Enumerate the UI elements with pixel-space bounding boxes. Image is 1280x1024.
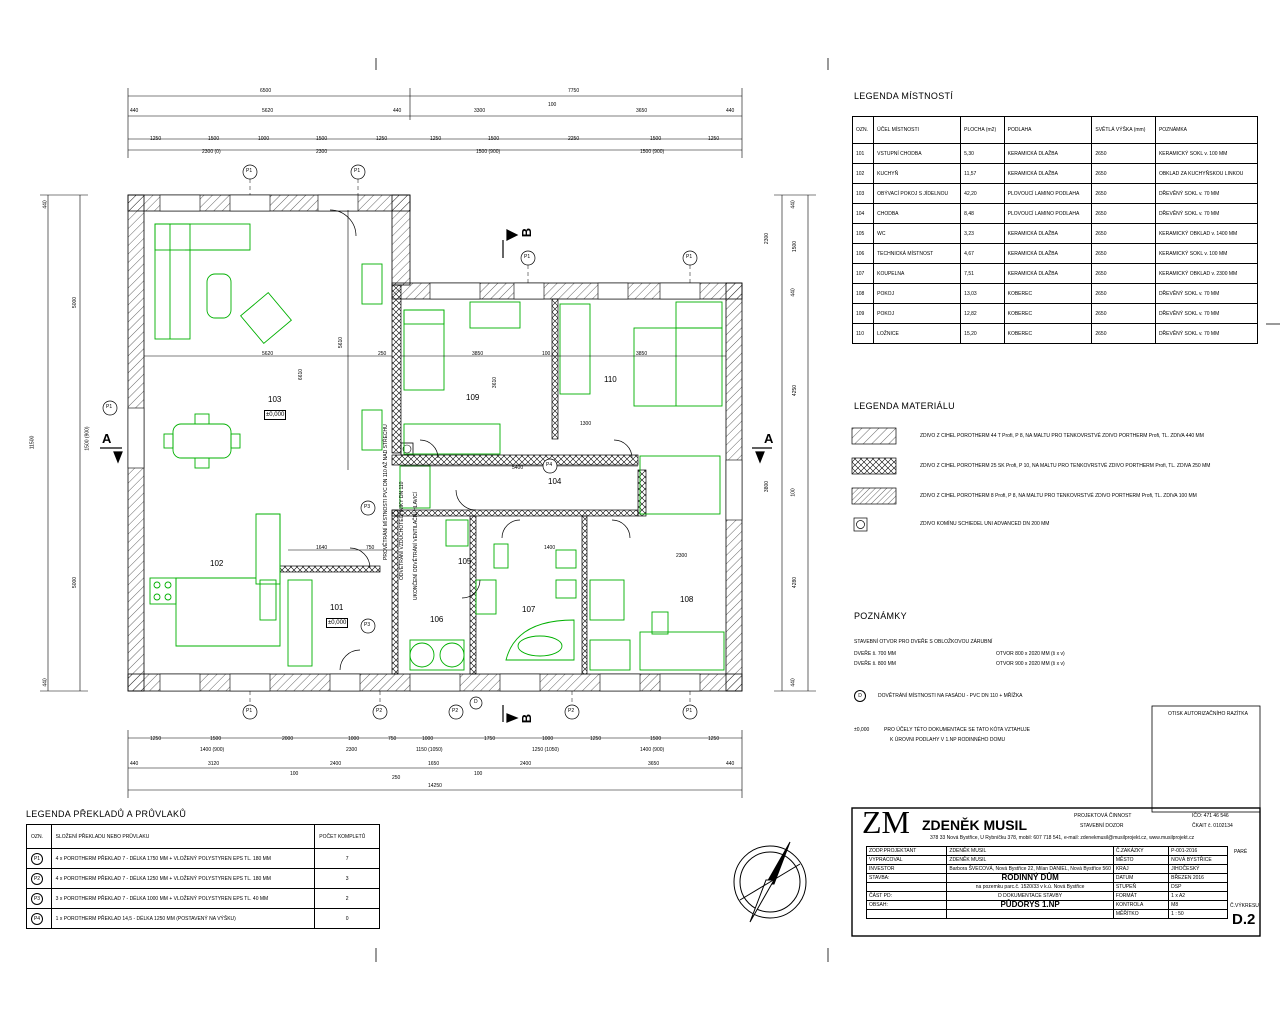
dimension-lines bbox=[40, 88, 816, 798]
lintels-title: LEGENDA PŘEKLADŮ A PRŮVLAKŮ bbox=[26, 809, 187, 819]
room-label-106: 106 bbox=[430, 615, 444, 624]
north-arrow bbox=[733, 841, 807, 923]
chimney bbox=[400, 442, 414, 456]
legend-materials-title: LEGENDA MATERIÁLU bbox=[854, 401, 955, 411]
lintels-table: OZN. SLOŽENÍ PŘEKLADU NEBO PRŮVLAKU POČE… bbox=[26, 824, 380, 929]
col-poznamka: POZNÁMKA bbox=[1154, 116, 1259, 144]
door-swings bbox=[329, 209, 633, 671]
notes-fasada: DOVĚTRÁNÍ MÍSTNOSTI NA FASÁDU - PVC DN 1… bbox=[878, 693, 1023, 699]
col-plocha: PLOCHA (m2) bbox=[960, 116, 1005, 144]
room-label-110: 110 bbox=[604, 375, 617, 384]
notes-opening-800: OTVOR 900 x 2020 MM (š x v) bbox=[996, 661, 1065, 667]
room-label-102: 102 bbox=[210, 559, 224, 568]
notes-zero-2: K ÚROVNI PODLAHY V 1.NP RODINNÉHO DOMU bbox=[890, 737, 1006, 743]
stamp-box-label: OTISK AUTORIZAČNÍHO RAZÍTKA bbox=[1168, 711, 1248, 717]
section-B-top: B bbox=[519, 227, 535, 238]
col-podlaha: PODLAHA bbox=[1003, 116, 1093, 144]
drawing-number: D.2 bbox=[1232, 911, 1256, 928]
col-ucel: ÚČEL MÍSTNOSTI bbox=[873, 116, 962, 144]
legend-rooms-title: LEGENDA MÍSTNOSTÍ bbox=[854, 91, 954, 101]
notes-zero-label: ±0,000 bbox=[854, 727, 870, 733]
room-label-108: 108 bbox=[680, 595, 694, 604]
notes-title: POZNÁMKY bbox=[854, 611, 907, 621]
company-name: ZDENĚK MUSIL bbox=[922, 817, 1027, 833]
legend-rooms-table: OZN. ÚČEL MÍSTNOSTI PLOCHA (m2) PODLAHA … bbox=[851, 116, 1259, 344]
material-item: ZDIVO Z CIHEL POROTHERM 8 Profi, P 8, NA… bbox=[920, 493, 1197, 499]
section-B-bottom: B bbox=[519, 713, 535, 724]
vent-notes: PROVĚTRÁNÍ MÍSTNOSTI PVC DN 110 AŽ NAD S… bbox=[383, 424, 419, 600]
company-sub2: STAVEBNÍ DOZOR bbox=[1080, 823, 1124, 829]
notes-stavebni: STAVEBNÍ OTVOR PRO DVEŘE S OBLOŽKOVOU ZÁ… bbox=[854, 639, 993, 645]
room-label-107: 107 bbox=[522, 605, 536, 614]
room-label-105: 105 bbox=[458, 557, 472, 566]
material-item: ZDIVO KOMÍNU SCHIEDEL UNI ADVANCED DN 20… bbox=[920, 521, 1050, 527]
material-swatches bbox=[851, 427, 897, 532]
logo: ZM bbox=[862, 804, 910, 840]
material-item: ZDIVO Z CIHEL POROTHERM 25 SK Profi, P 1… bbox=[920, 463, 1211, 469]
notes-door-800: DVEŘE š. 800 MM bbox=[854, 661, 896, 667]
room-label-109: 109 bbox=[466, 393, 480, 402]
company-address: 378 33 Nová Bystřice, U Rybníčku 378, mo… bbox=[930, 835, 1195, 841]
notes-zero-1: PRO ÚČELY TÉTO DOKUMENTACE SE TATO KÓTA … bbox=[884, 727, 1030, 733]
section-A-right: A bbox=[764, 431, 774, 446]
furniture bbox=[149, 223, 725, 671]
section-marks bbox=[100, 229, 772, 723]
drawing-no-label: Č.VÝKRESU bbox=[1230, 903, 1259, 909]
interior-walls bbox=[279, 284, 647, 675]
material-item: ZDIVO Z CIHEL POROTHERM 44 T Profi, P 8,… bbox=[920, 433, 1204, 439]
fasada-symbol: D bbox=[854, 690, 866, 702]
col-vyska: SVĚTLÁ VÝŠKA (mm) bbox=[1091, 116, 1156, 144]
company-cak: ČKAIT č. 0102134 bbox=[1192, 823, 1233, 829]
col-ozn: OZN. bbox=[851, 116, 875, 144]
notes-door-700: DVEŘE š. 700 MM bbox=[854, 651, 896, 657]
section-A-left: A bbox=[102, 431, 112, 446]
room-label-104: 104 bbox=[548, 477, 562, 486]
axis-markers bbox=[102, 164, 698, 720]
title-block: ZM ZDENĚK MUSIL PROJEKTOVÁ ČINNOST STAVE… bbox=[852, 804, 1260, 936]
company-sub1: PROJEKTOVÁ ČINNOST bbox=[1074, 813, 1132, 819]
exterior-walls bbox=[127, 194, 743, 692]
notes-opening-700: OTVOR 800 x 2020 MM (š x v) bbox=[996, 651, 1065, 657]
company-ico: IČO: 471 46 546 bbox=[1192, 813, 1229, 819]
pare-label: PARÉ bbox=[1234, 849, 1248, 855]
